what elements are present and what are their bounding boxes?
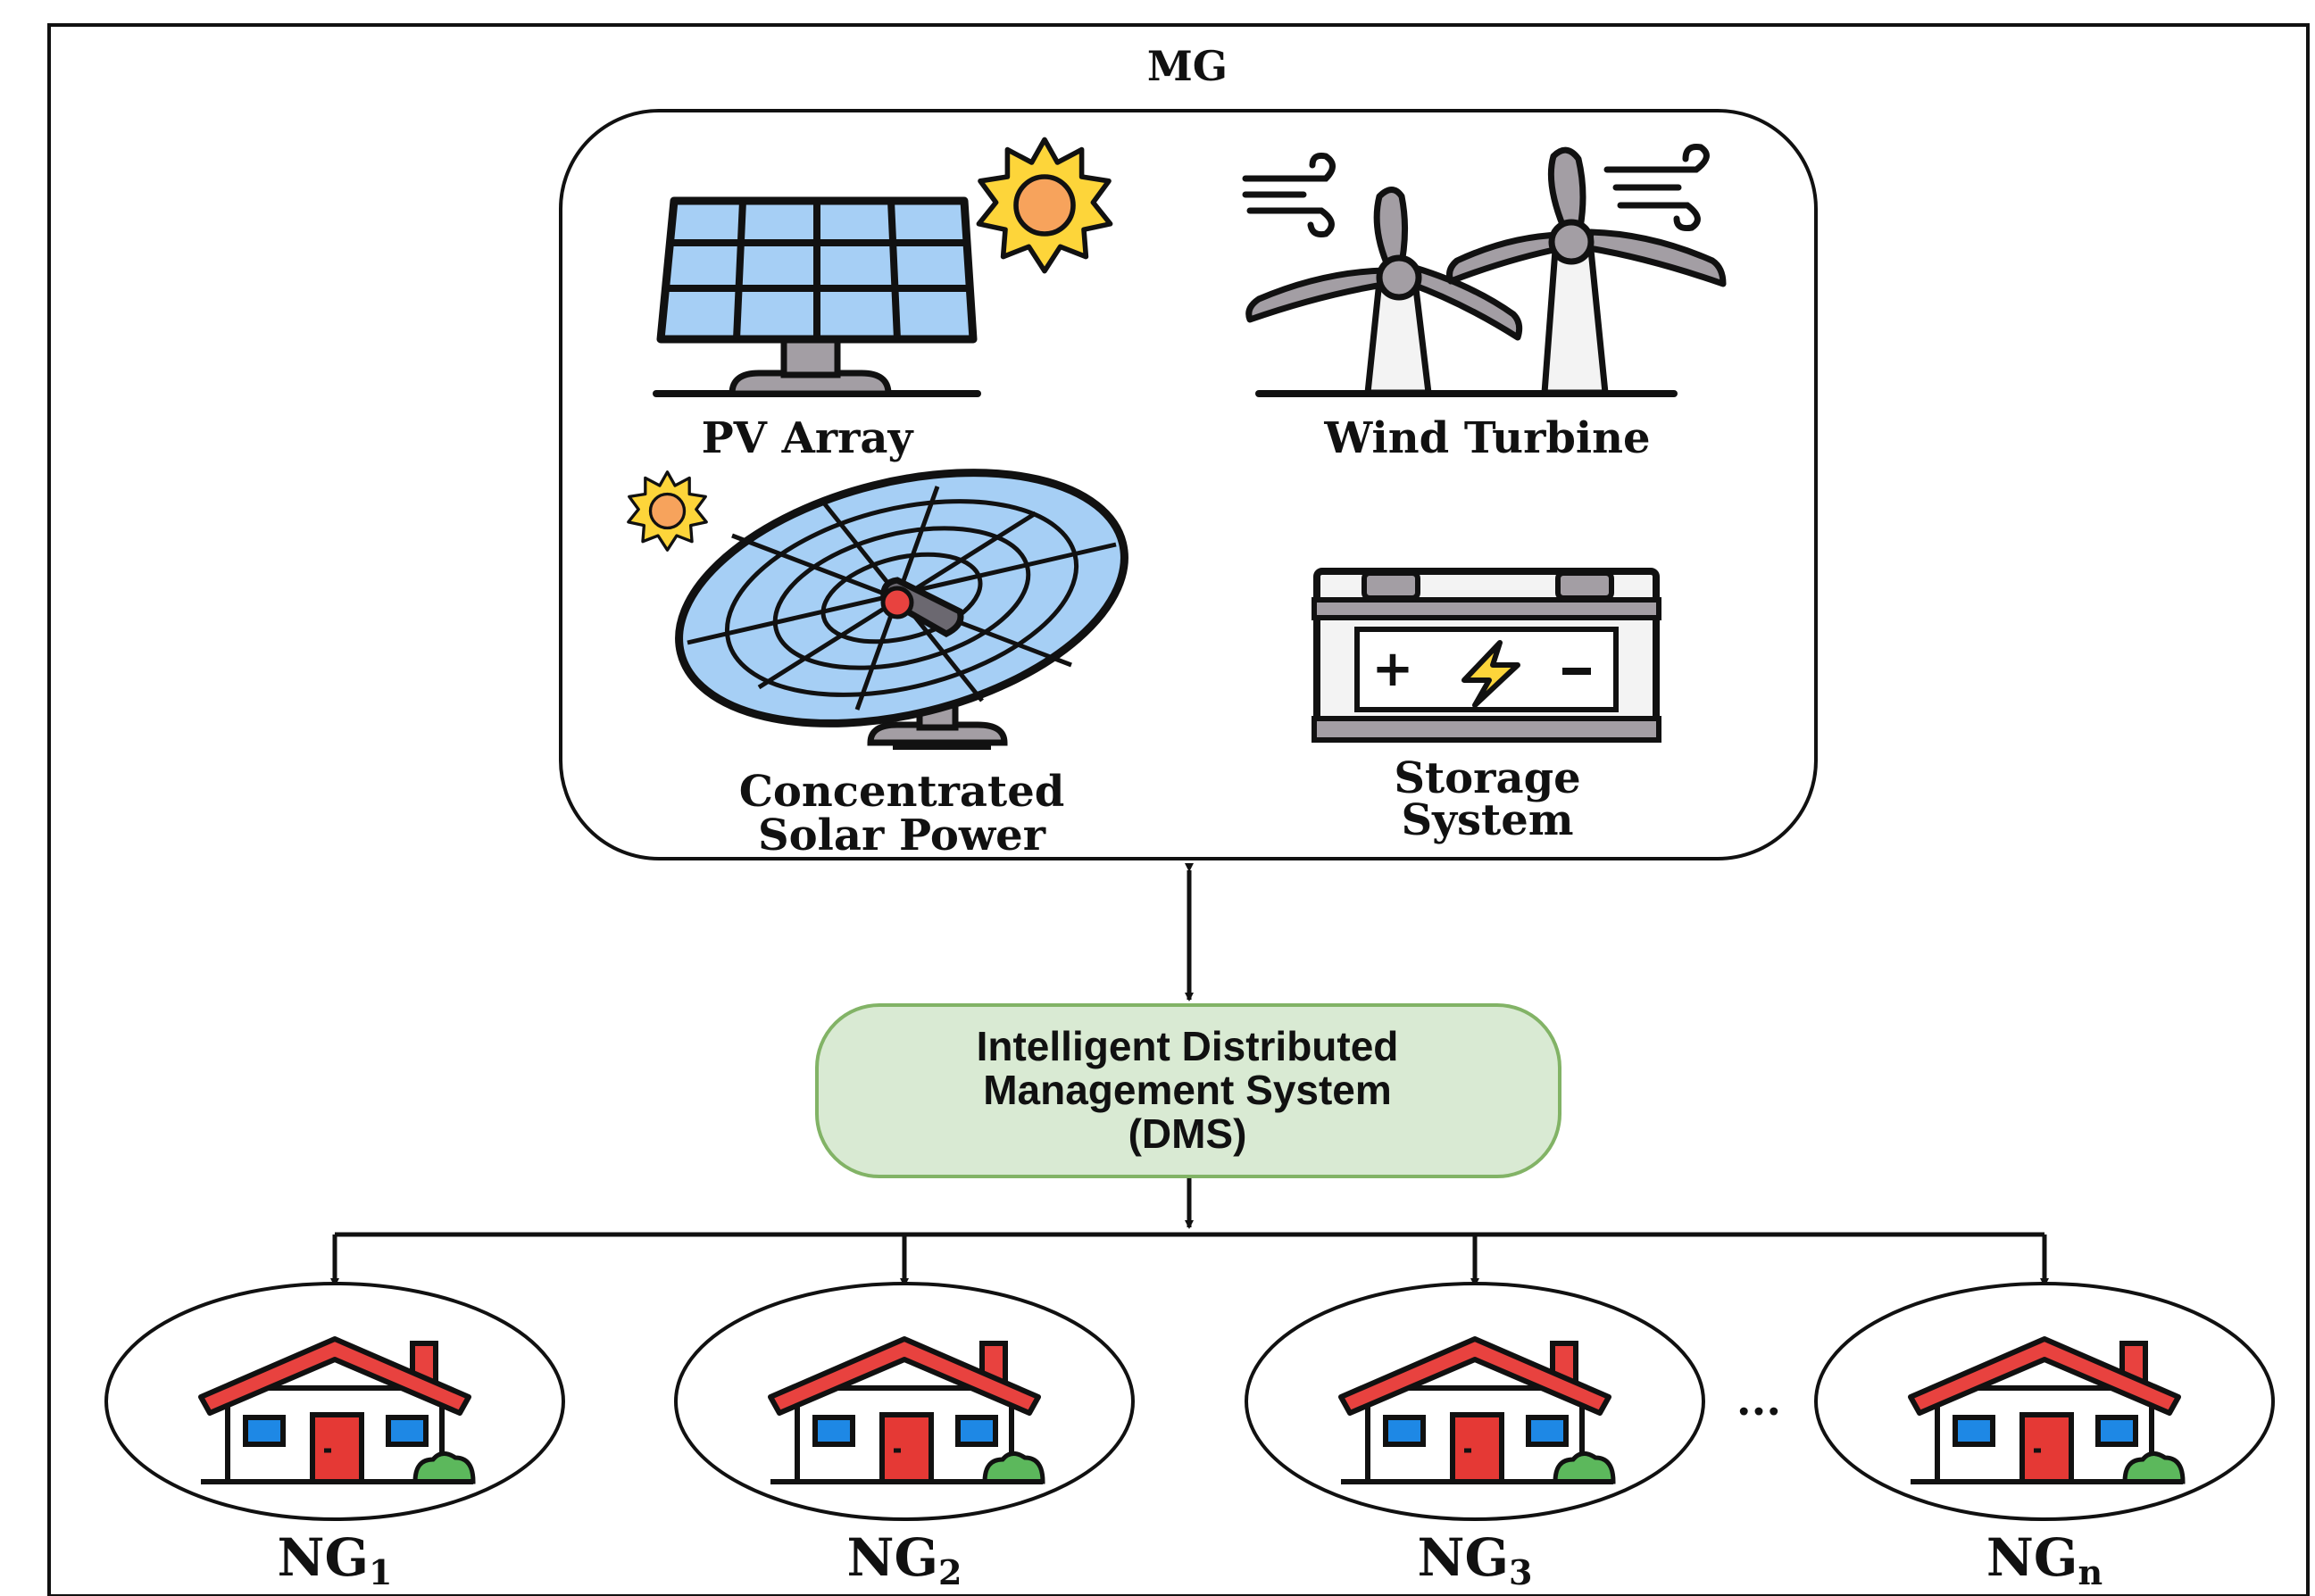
outer-frame	[47, 23, 2310, 1596]
nanogrid-2-label: NG2	[846, 1527, 962, 1592]
pv-array-label: PV Array	[702, 413, 915, 463]
nanogrid-ellipsis: ...	[1736, 1376, 1781, 1426]
nanogrid-1-label: NG1	[277, 1527, 392, 1592]
dms-label-line3: (DMS)	[1128, 1110, 1247, 1157]
nanogrid-3	[1245, 1282, 1705, 1521]
dms-label-line2: Management System	[983, 1067, 1392, 1113]
wind-turbine-icon	[1242, 144, 1727, 397]
nanogrid-3-label: NG3	[1417, 1527, 1532, 1592]
csp-label-line1: Concentrated	[739, 767, 1065, 817]
nanogrid-n	[1814, 1282, 2275, 1521]
mg-title: MG	[1147, 42, 1228, 90]
storage-label-line2: System	[1401, 795, 1573, 845]
svg-text:+: +	[1372, 640, 1414, 698]
nanogrid-n-label: NGn	[1986, 1527, 2103, 1592]
solar-dish-icon	[675, 469, 1128, 750]
storage-label-line1: Storage	[1394, 753, 1580, 803]
dms-box	[815, 1003, 1561, 1178]
nanogrid-1	[104, 1282, 565, 1521]
solar-panel-icon	[653, 196, 981, 397]
wind-turbine-label: Wind Turbine	[1323, 413, 1650, 463]
dms-label-line1: Intelligent Distributed	[977, 1023, 1399, 1069]
csp-label-line2: Solar Power	[758, 810, 1046, 860]
battery-icon: +	[1312, 568, 1661, 743]
nanogrid-2	[674, 1282, 1135, 1521]
